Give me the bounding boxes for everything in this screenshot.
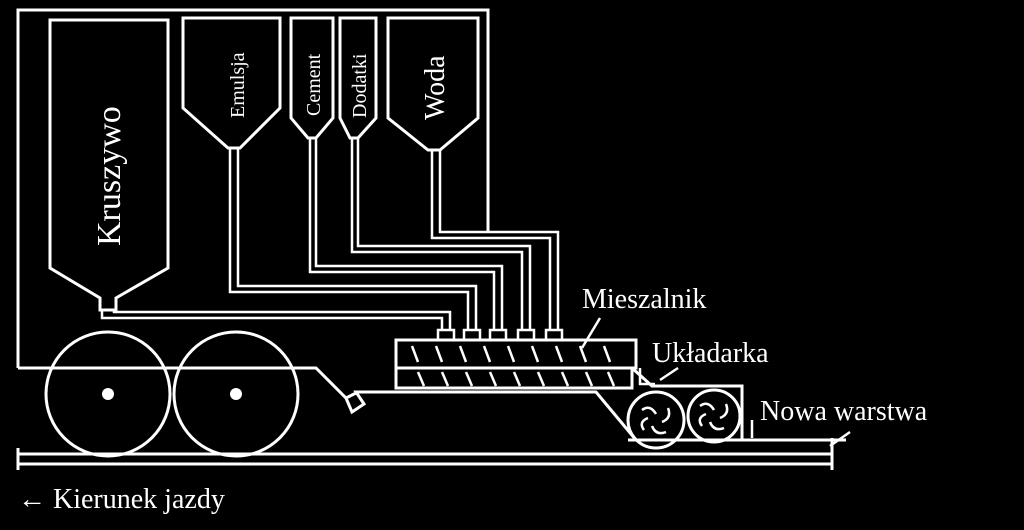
paver-roller-left-blades [640,406,671,435]
label-cement: Cement [303,53,325,116]
mixer-leader [580,317,602,349]
paver-roller-left [626,390,686,450]
label-direction: ← Kierunek jazdy [18,484,225,515]
emulsion-pipe-inner [236,148,478,330]
chassis [18,366,638,441]
ground-line [16,438,834,470]
emulsion-pipe [228,148,470,330]
machine-frame [16,8,490,368]
new-layer-tick [829,430,851,448]
paver-roller-right [686,388,742,444]
paver-leader [659,366,679,382]
additives-pipe-inner [356,138,532,330]
cement-pipe-inner [314,138,504,330]
rear-wheel-hub [230,388,242,400]
emulsion-hopper [181,16,282,150]
rear-wheel [172,330,300,458]
label-aggregate: Kruszywo [91,106,128,246]
label-additives: Dodatki [349,53,371,118]
front-wheel-hub [102,388,114,400]
label-water: Woda [420,55,451,120]
cement-pipe [308,138,496,330]
mixer-box [394,338,638,370]
label-paver: Układarka [652,338,769,369]
aggregate-pipe-inner [112,310,452,330]
front-wheel [44,330,172,458]
paver-housing [628,366,744,442]
aggregate-pipe [100,310,444,330]
spreader-trough [394,368,634,390]
additives-pipe [350,138,524,330]
label-emulsion: Emulsja [227,52,249,118]
spreader-paddles [416,371,616,387]
water-pipe-inner [438,150,560,330]
label-new-layer: Nowa warstwa [760,396,928,427]
paver-roller-right-blades [698,402,729,431]
mixer-paddles [410,345,612,363]
aggregate-hopper [48,18,170,312]
water-pipe [430,150,552,330]
label-mixer: Mieszalnik [582,284,706,315]
